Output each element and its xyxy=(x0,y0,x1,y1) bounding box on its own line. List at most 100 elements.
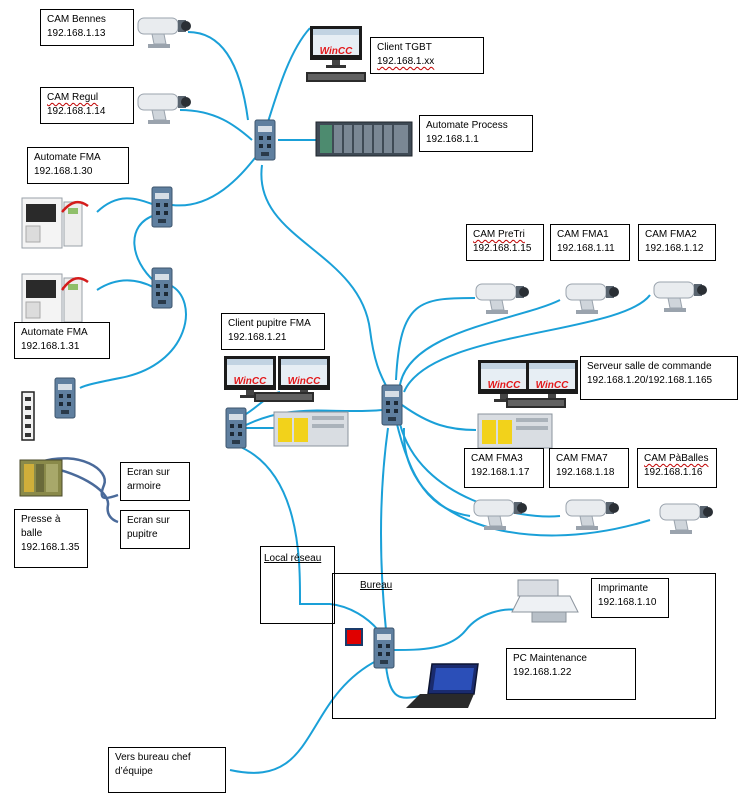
local-reseau-title: Local réseau xyxy=(264,553,322,564)
label-name: CAM FMA2 xyxy=(645,229,697,240)
cable-plc-fma2 xyxy=(96,279,156,291)
network-marker xyxy=(345,628,363,646)
cable-cam-bennes xyxy=(187,31,249,121)
cable-cam-paballes xyxy=(402,427,651,537)
screen-text: WinCC xyxy=(488,380,521,391)
camera-icon-fma2 xyxy=(653,281,708,313)
label-ecran-armoire: Ecran sur armoire xyxy=(120,462,190,501)
cable-pc-maintenance xyxy=(385,665,421,699)
switch-fma-bottom xyxy=(151,267,173,309)
camera-icon-bennes xyxy=(137,17,192,49)
label-cam-pretri: CAM PreTri 192.168.1.15 xyxy=(466,224,544,261)
label-vers-bureau: Vers bureau chef d’équipe xyxy=(108,747,226,793)
switch-main xyxy=(381,384,403,426)
label-line2: armoire xyxy=(127,481,161,492)
ecran-cables xyxy=(39,457,119,524)
label-cam-bennes: CAM Bennes 192.168.1.13 xyxy=(40,9,134,46)
plc-icon-fma-2 xyxy=(21,273,89,325)
ecran-cable-pupitre xyxy=(39,464,119,524)
label-line2: d’équipe xyxy=(115,766,153,777)
label-ip: 192.168.1.1 xyxy=(426,134,479,145)
camera-icon-pretri xyxy=(475,283,530,315)
screen-text: WinCC xyxy=(288,376,321,387)
label-name: CAM Regul xyxy=(47,92,99,103)
laptop-icon xyxy=(406,663,479,708)
label-ip: 192.168.1.20/192.168.1.165 xyxy=(587,375,713,386)
bureau-area xyxy=(332,573,716,719)
label-cam-fma7: CAM FMA7 192.168.1.18 xyxy=(549,448,629,488)
label-name: CAM FMA7 xyxy=(556,453,608,464)
label-name: Serveur salle de commande xyxy=(587,361,712,372)
label-line1: Ecran sur xyxy=(127,515,170,526)
bureau-title: Bureau xyxy=(360,580,393,591)
label-cam-fma3: CAM FMA3 192.168.1.17 xyxy=(464,448,544,488)
label-presse: Presse à balle 192.168.1.35 xyxy=(14,509,88,568)
presse-icon xyxy=(19,459,63,497)
label-ip: 192.168.1.30 xyxy=(34,166,93,177)
switch-left xyxy=(54,377,76,419)
label-ip: 192.168.1.11 xyxy=(557,243,615,254)
label-cam-paballes: CAM PàBalles 192.168.1.16 xyxy=(637,448,717,488)
cable-imprimante xyxy=(393,608,519,651)
label-ip: 192.168.1.xx xyxy=(377,56,435,67)
cable-serveur xyxy=(401,404,477,431)
label-ip: 192.168.1.35 xyxy=(21,542,80,553)
label-name: Automate Process xyxy=(426,120,508,131)
io-device-icon xyxy=(21,391,35,441)
cable-switch-top-to-main xyxy=(260,164,389,391)
label-ip: 192.168.1.13 xyxy=(47,28,106,39)
label-name: Client TGBT xyxy=(377,42,432,53)
camera-icon-paballes xyxy=(659,503,714,535)
label-line2: pupitre xyxy=(127,529,158,540)
label-name: CAM PreTri xyxy=(473,229,525,240)
switch-pupitre xyxy=(225,407,247,449)
cable-vers-bureau xyxy=(229,659,379,774)
label-ecran-pupitre: Ecran sur pupitre xyxy=(120,510,190,549)
label-line1: Vers bureau chef xyxy=(115,752,191,763)
camera-icon-regul xyxy=(137,93,192,125)
cable-client-tgbt xyxy=(267,27,311,123)
label-cam-fma1: CAM FMA1 192.168.1.11 xyxy=(550,224,630,261)
label-automate-fma-2: Automate FMA 192.168.1.31 xyxy=(14,322,110,359)
label-cam-fma2: CAM FMA2 192.168.1.12 xyxy=(638,224,716,261)
label-automate-process: Automate Process 192.168.1.1 xyxy=(419,115,533,152)
label-pc-maintenance: PC Maintenance 192.168.1.22 xyxy=(506,648,636,700)
printer-icon xyxy=(511,579,579,623)
label-client-tgbt: Client TGBT 192.168.1.xx xyxy=(370,37,484,74)
camera-icon-fma7 xyxy=(565,499,620,531)
label-name: CAM Bennes xyxy=(47,14,106,25)
label-name: Imprimante xyxy=(598,583,649,594)
label-ip: 192.168.1.12 xyxy=(645,243,704,254)
label-serveur: Serveur salle de commande 192.168.1.20/1… xyxy=(580,356,738,400)
label-ip: 192.168.1.31 xyxy=(21,341,80,352)
label-ip: 192.168.1.18 xyxy=(556,467,615,478)
screen-text: WinCC xyxy=(536,380,569,391)
label-automate-fma-1: Automate FMA 192.168.1.30 xyxy=(27,147,129,184)
cable-cam-fma2 xyxy=(403,294,651,393)
label-ip: 192.168.1.14 xyxy=(47,106,106,117)
label-ip: 192.168.1.17 xyxy=(471,467,530,478)
local-reseau-area xyxy=(260,546,335,624)
cable-switch-fma-chain xyxy=(133,214,156,283)
label-line2: balle xyxy=(21,528,43,539)
cable-switch-fma-top xyxy=(171,157,256,207)
label-line1: Ecran sur xyxy=(127,467,170,478)
cable-cam-fma1 xyxy=(399,299,561,386)
screen-text: WinCC xyxy=(234,376,267,387)
label-ip: 192.168.1.22 xyxy=(513,667,572,678)
cable-switch-left xyxy=(79,284,187,389)
label-name: CAM PàBalles xyxy=(644,453,709,464)
cable-cam-fma3 xyxy=(395,419,471,517)
label-name: Client pupitre FMA xyxy=(228,318,311,329)
switch-top xyxy=(254,119,276,161)
label-name: Automate FMA xyxy=(34,152,101,163)
cable-plc-fma1 xyxy=(96,197,156,213)
label-name: CAM FMA3 xyxy=(471,453,523,464)
workstation-icon-serveur: WinCC WinCC xyxy=(477,360,578,449)
label-cam-regul: CAM Regul 192.168.1.14 xyxy=(40,87,134,124)
label-name: CAM FMA1 xyxy=(557,229,609,240)
monitor-icon-tgbt: WinCC xyxy=(306,26,366,82)
label-name: Automate FMA xyxy=(21,327,88,338)
label-line1: Presse à xyxy=(21,514,61,525)
